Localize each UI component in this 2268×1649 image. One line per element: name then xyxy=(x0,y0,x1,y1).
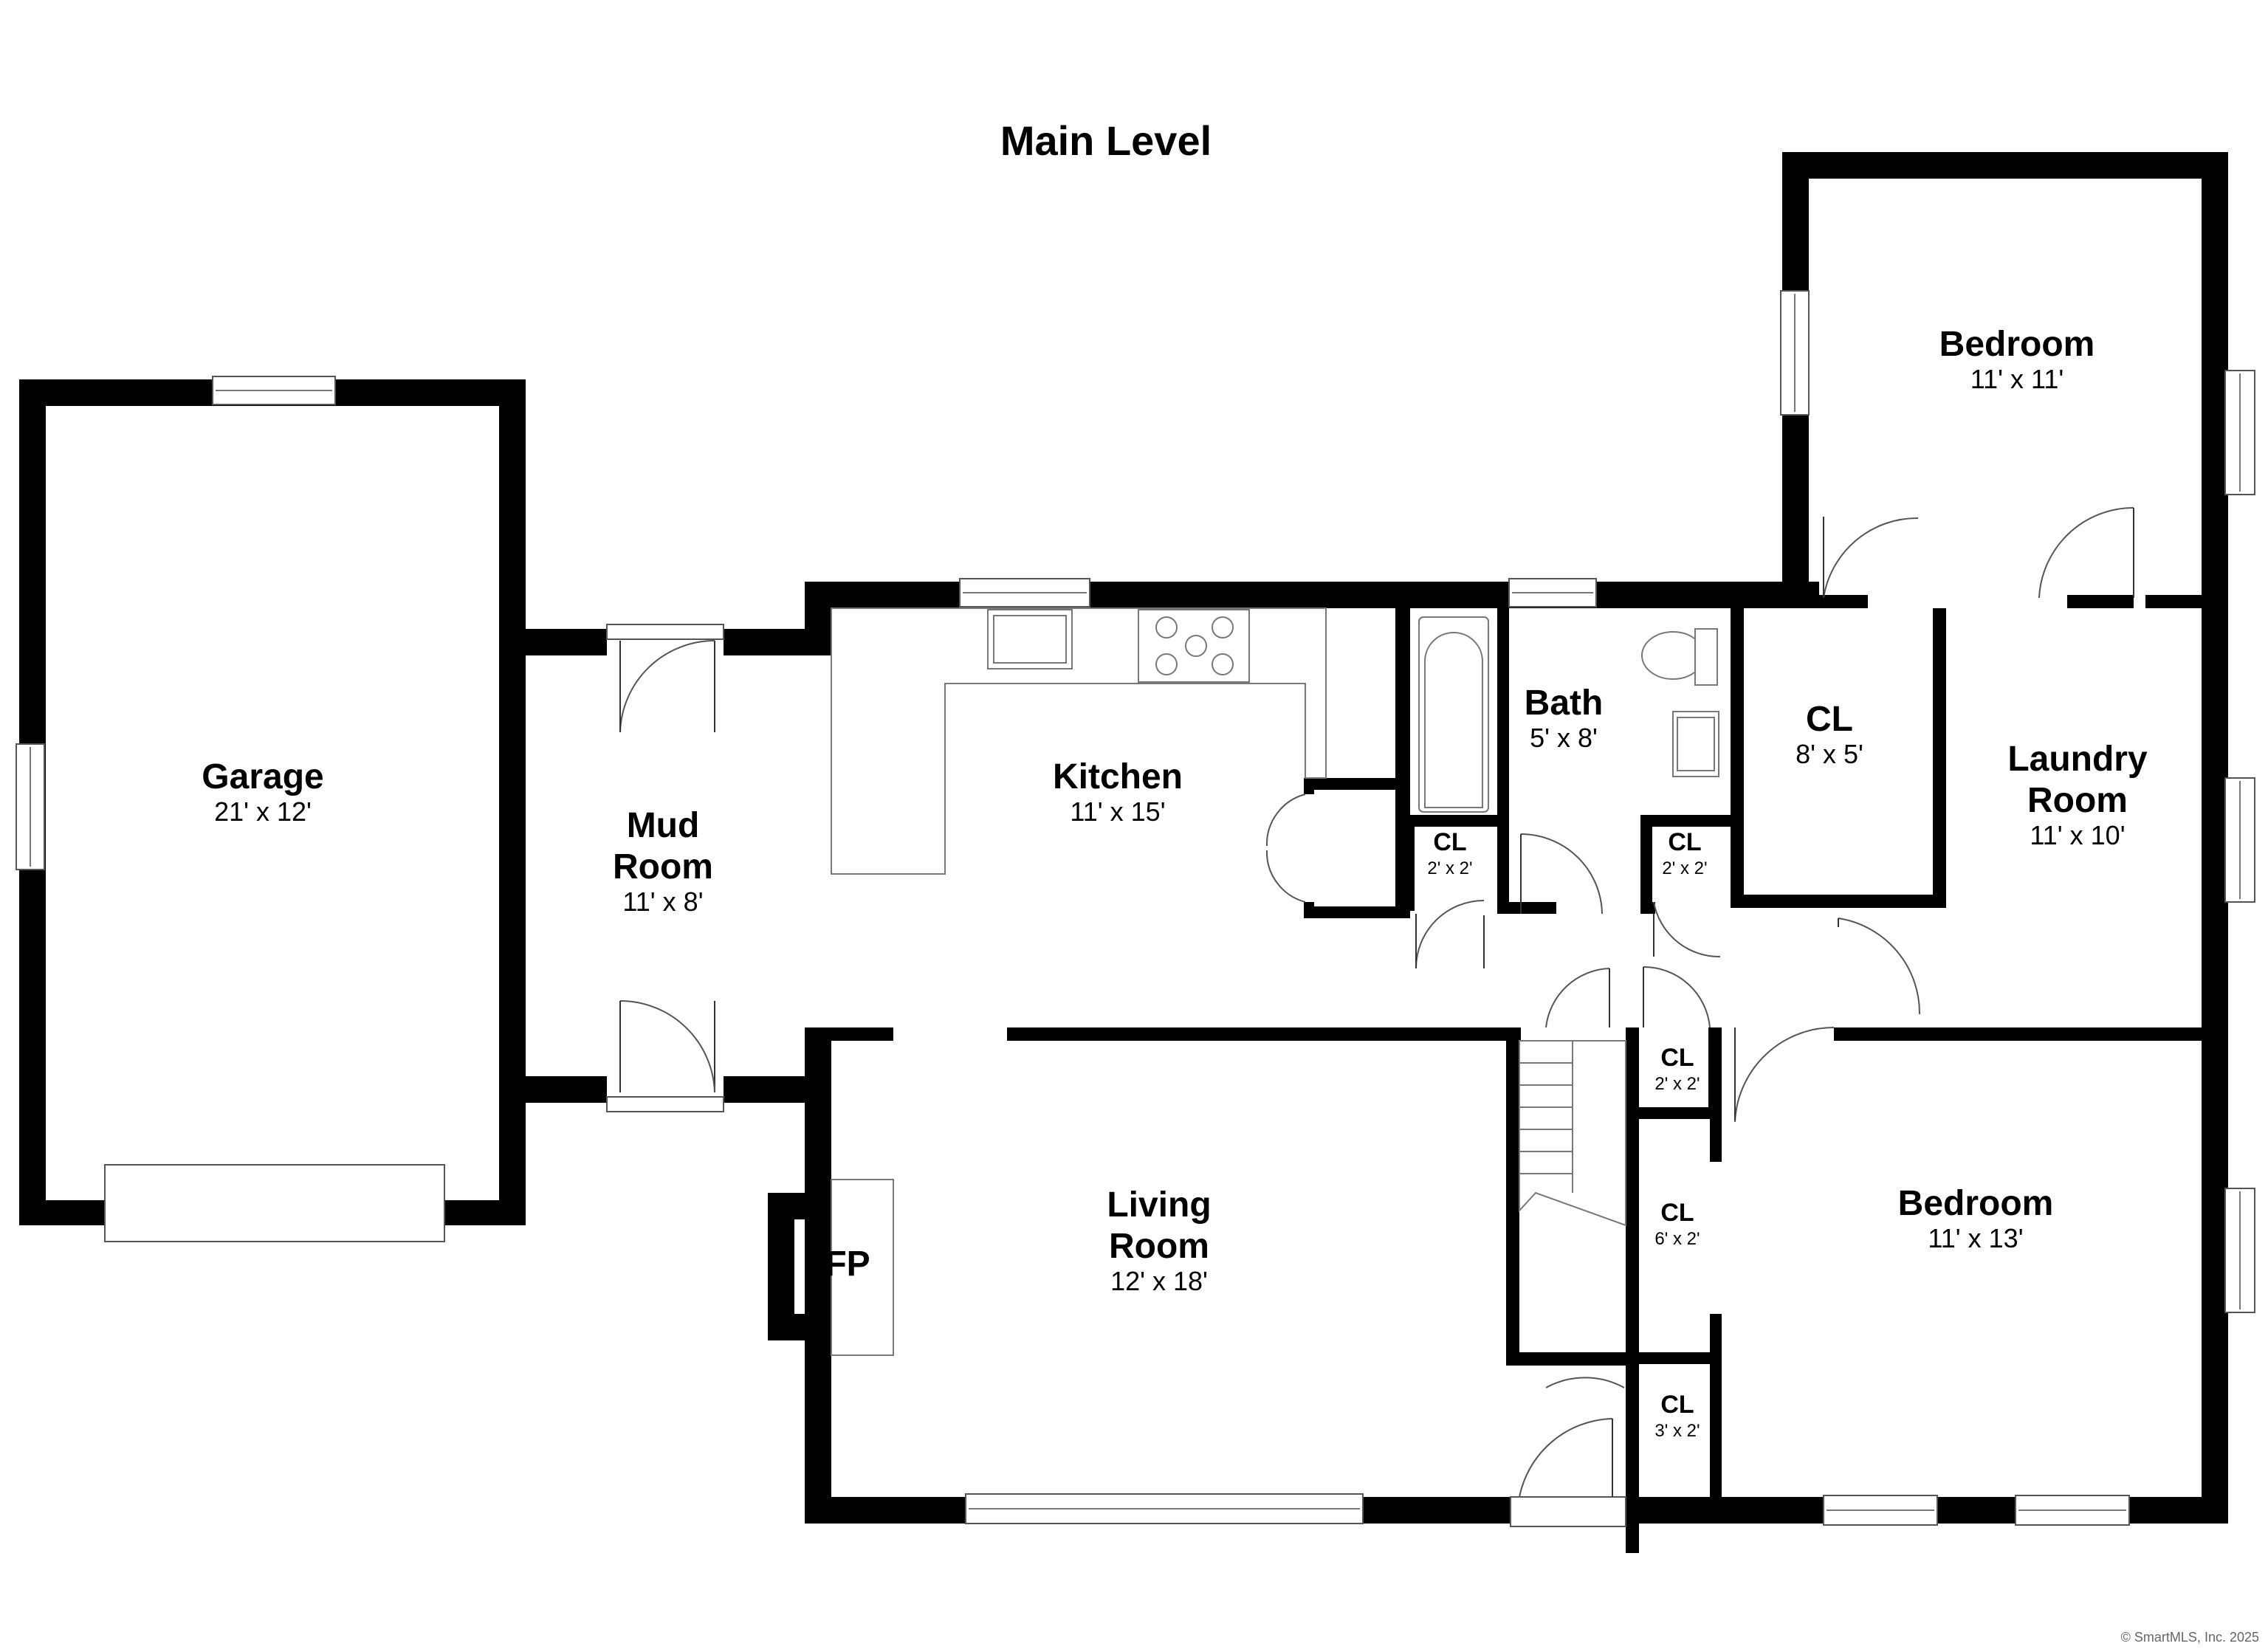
walls xyxy=(19,152,2228,1553)
room-name-line2: Room xyxy=(613,847,713,887)
room-name: CL xyxy=(1806,700,1853,739)
room-dimensions: 11' x 13' xyxy=(1928,1223,2023,1253)
room-name: Bedroom xyxy=(1939,325,2095,364)
fireplace-label: FP xyxy=(825,1245,870,1284)
room-name-line1: Living xyxy=(1107,1185,1211,1225)
room-name: CL xyxy=(1660,1199,1694,1227)
room-dimensions: 11' x 15' xyxy=(1070,796,1165,827)
room-mud-room: Mud Room 11' x 8' xyxy=(613,806,713,917)
room-name-line1: Laundry xyxy=(2007,740,2148,779)
mud-door-frame-top xyxy=(606,624,724,640)
room-name: CL xyxy=(1660,1044,1694,1072)
room-closet-large: CL 8' x 5' xyxy=(1796,700,1863,769)
room-name: Bedroom xyxy=(1898,1184,2054,1223)
room-name: Bath xyxy=(1525,684,1604,723)
room-dimensions: 11' x 11' xyxy=(1970,364,2064,394)
room-name-line1: Mud xyxy=(627,806,700,845)
kitchen-counter xyxy=(831,607,1327,875)
room-kitchen: Kitchen 11' x 15' xyxy=(1053,757,1183,827)
room-dimensions: 11' x 8' xyxy=(622,887,703,917)
room-dimensions: 2' x 2' xyxy=(1427,858,1472,878)
room-bath: Bath 5' x 8' xyxy=(1525,684,1604,753)
room-name: Garage xyxy=(202,757,323,796)
copyright-credit: © SmartMLS, Inc. 2025 xyxy=(2121,1630,2259,1645)
room-name: CL xyxy=(1433,828,1466,856)
mud-door-frame-bottom xyxy=(606,1096,724,1112)
room-name: CL xyxy=(1668,828,1701,856)
room-dimensions: 5' x 8' xyxy=(1530,723,1598,753)
room-name: CL xyxy=(1660,1391,1694,1419)
room-closet-kitchen: CL 2' x 2' xyxy=(1427,828,1472,878)
room-dimensions: 12' x 18' xyxy=(1110,1266,1208,1296)
entry-door-frame xyxy=(1510,1496,1626,1527)
room-garage: Garage 21' x 12' xyxy=(202,757,323,827)
room-dimensions: 6' x 2' xyxy=(1654,1229,1700,1249)
doors xyxy=(619,506,2134,1498)
room-closet-stair: CL 6' x 2' xyxy=(1654,1199,1700,1249)
room-name: Kitchen xyxy=(1053,757,1183,796)
room-dimensions: 8' x 5' xyxy=(1796,739,1863,769)
room-bedroom-top: Bedroom 11' x 11' xyxy=(1939,325,2095,394)
room-living: Living Room 12' x 18' xyxy=(1107,1185,1211,1296)
room-name-line2: Room xyxy=(2027,781,2128,820)
fireplace-hearth xyxy=(831,1179,894,1356)
room-dimensions: 21' x 12' xyxy=(214,796,312,827)
windows xyxy=(16,290,2255,1527)
room-dimensions: 11' x 10' xyxy=(2030,820,2125,850)
room-closet-bath: CL 2' x 2' xyxy=(1662,828,1707,878)
stairs xyxy=(1519,1040,1626,1227)
room-dimensions: 2' x 2' xyxy=(1654,1074,1700,1094)
room-dimensions: 3' x 2' xyxy=(1654,1421,1700,1441)
floor-title: Main Level xyxy=(1000,117,1212,164)
room-name-line2: Room xyxy=(1109,1227,1209,1266)
room-closet-hall: CL 2' x 2' xyxy=(1654,1044,1700,1094)
room-laundry: Laundry Room 11' x 10' xyxy=(2007,740,2148,850)
room-closet-entry: CL 3' x 2' xyxy=(1654,1391,1700,1441)
room-bedroom-bottom: Bedroom 11' x 13' xyxy=(1898,1184,2054,1253)
garage-door xyxy=(104,1164,445,1242)
room-dimensions: 2' x 2' xyxy=(1662,858,1707,878)
fixtures xyxy=(831,607,1719,1356)
